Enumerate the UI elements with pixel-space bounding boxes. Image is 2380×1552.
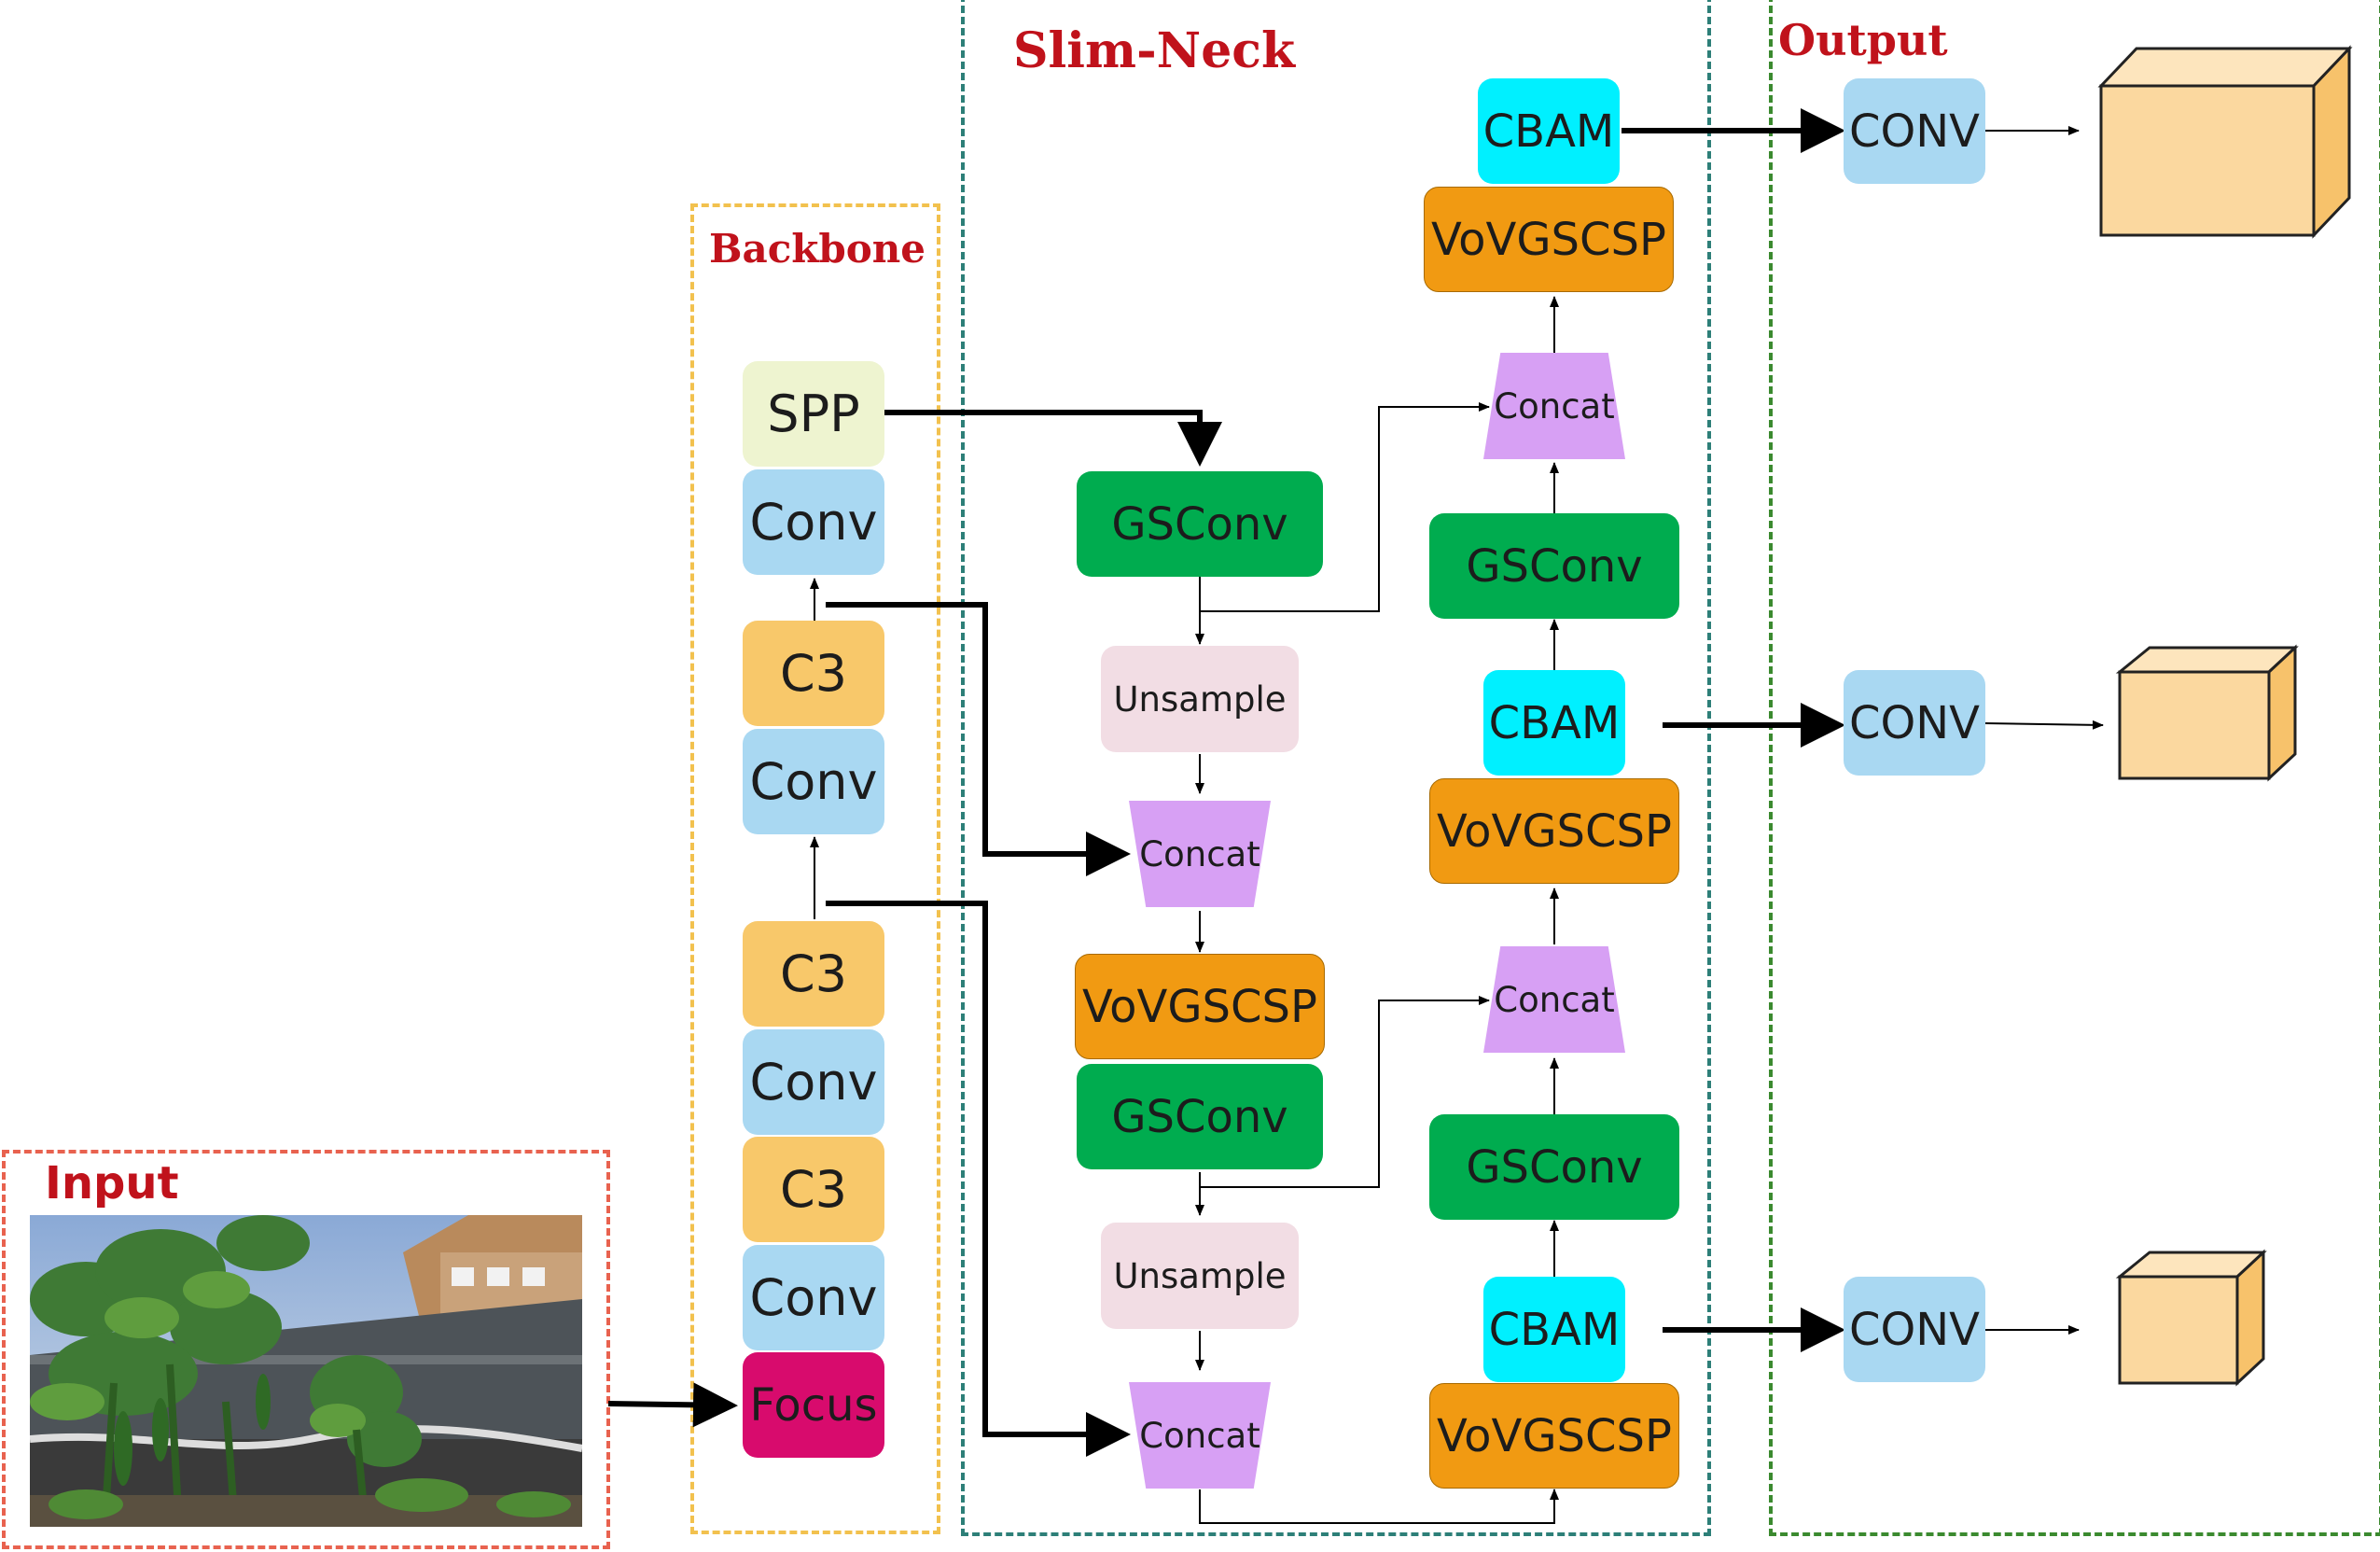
input-title: Input xyxy=(45,1157,179,1209)
gsconv-block-3[interactable]: GSConv xyxy=(1429,1114,1679,1220)
backbone-region xyxy=(690,203,940,1534)
conv-block-low[interactable]: Conv xyxy=(743,1029,884,1135)
concat-block-2[interactable]: Concat xyxy=(1129,1382,1271,1489)
gsconv-block-4[interactable]: GSConv xyxy=(1429,513,1679,619)
unsample-block-2[interactable]: Unsample xyxy=(1101,1223,1299,1329)
output-title: Output xyxy=(1778,15,1948,65)
input-image xyxy=(30,1215,582,1527)
concat-block-4[interactable]: Concat xyxy=(1483,353,1625,459)
conv-block-mid[interactable]: Conv xyxy=(743,729,884,834)
vovgscsp-block-top[interactable]: VoVGSCSP xyxy=(1424,187,1674,292)
conv-block-top[interactable]: Conv xyxy=(743,469,884,575)
neck-title: Slim-Neck xyxy=(1013,22,1295,79)
c3-block-mid[interactable]: C3 xyxy=(743,921,884,1027)
gsconv-block-1[interactable]: GSConv xyxy=(1077,471,1323,577)
vovgscsp-block-1[interactable]: VoVGSCSP xyxy=(1075,954,1325,1059)
conv-block-bottom[interactable]: Conv xyxy=(743,1245,884,1350)
cbam-block-3[interactable]: CBAM xyxy=(1483,1277,1625,1382)
input-region xyxy=(2,1150,610,1549)
concat-block-1[interactable]: Concat xyxy=(1129,801,1271,907)
c3-block-low[interactable]: C3 xyxy=(743,1137,884,1242)
cbam-block-1[interactable]: CBAM xyxy=(1478,78,1620,184)
output-conv-2[interactable]: CONV xyxy=(1844,670,1985,776)
unsample-block-1[interactable]: Unsample xyxy=(1101,646,1299,752)
focus-block[interactable]: Focus xyxy=(743,1352,884,1458)
gsconv-block-2[interactable]: GSConv xyxy=(1077,1064,1323,1169)
concat-block-3[interactable]: Concat xyxy=(1483,946,1625,1053)
output-conv-3[interactable]: CONV xyxy=(1844,1277,1985,1382)
c3-block-top[interactable]: C3 xyxy=(743,621,884,726)
vovgscsp-block-2[interactable]: VoVGSCSP xyxy=(1429,778,1679,884)
vovgscsp-block-3[interactable]: VoVGSCSP xyxy=(1429,1383,1679,1489)
spp-block[interactable]: SPP xyxy=(743,361,884,467)
output-conv-1[interactable]: CONV xyxy=(1844,78,1985,184)
backbone-title: Backbone xyxy=(709,226,926,272)
cbam-block-2[interactable]: CBAM xyxy=(1483,670,1625,776)
